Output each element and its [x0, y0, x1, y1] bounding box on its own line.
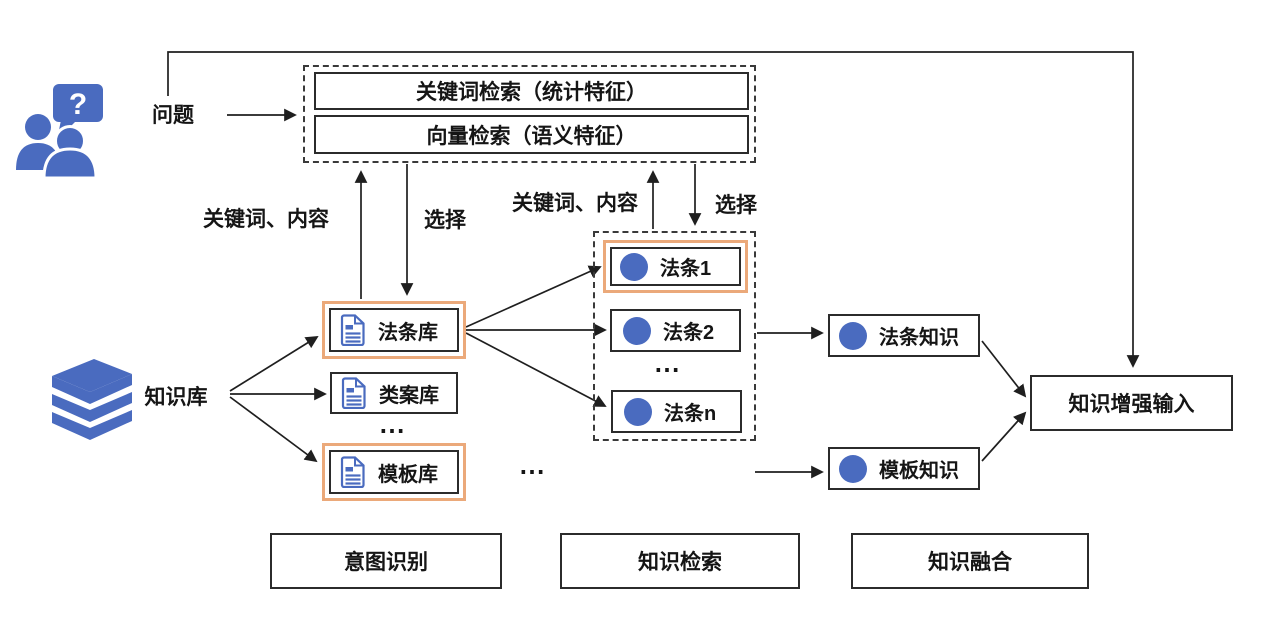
knowledge-bullet-icon [839, 454, 867, 483]
select-right-label: 选择 [715, 194, 757, 217]
stage-knowledge-retrieval-box: 知识检索 [560, 533, 800, 589]
books-icon [52, 359, 132, 440]
knowledge-augmented-input-label: 知识增强输入 [1068, 393, 1195, 416]
stage-knowledge-retrieval-label: 知识检索 [638, 551, 722, 574]
case-library-label: 类案库 [379, 384, 439, 407]
law-item-n-label: 法条n [664, 403, 717, 425]
edge-kb-to-lawlib [229, 335, 319, 392]
stage-intent-recognition-box: 意图识别 [270, 533, 502, 589]
template-knowledge-label: 模板知识 [879, 460, 959, 482]
edge-kb-to-templatelib [229, 396, 318, 463]
document-icon [341, 377, 366, 409]
vector-retrieval-label: 向量检索（语义特征） [426, 124, 637, 148]
keyword-retrieval-box: 关键词检索（统计特征） [314, 72, 749, 110]
retrieval-panel [303, 65, 756, 163]
law-library-box: 法条库 [322, 301, 466, 359]
document-icon [340, 456, 365, 488]
template-knowledge-box: 模板知识 [828, 447, 980, 490]
after-template-ellipsis: ⋯ [519, 456, 547, 486]
law-library-label: 法条库 [378, 321, 438, 344]
knowledge-base-label: 知识库 [144, 386, 208, 409]
law-items-ellipsis: ⋯ [654, 354, 682, 384]
keywords-content-left-label: 关键词、内容 [203, 208, 329, 231]
edge-law-knowledge-to-output [981, 340, 1027, 398]
law-bullet-icon [620, 252, 648, 281]
law-bullet-icon [623, 316, 651, 345]
law-bullet-icon [624, 397, 652, 426]
document-icon [340, 314, 365, 346]
question-label: 问题 [152, 104, 194, 127]
stage-intent-recognition-label: 意图识别 [344, 551, 428, 574]
knowledge-bullet-icon [839, 321, 867, 350]
svg-text:?: ? [69, 88, 87, 121]
law-item-2-label: 法条2 [663, 322, 715, 344]
keywords-content-right-label: 关键词、内容 [512, 192, 638, 215]
libraries-ellipsis: ⋯ [379, 415, 407, 445]
law-knowledge-label: 法条知识 [879, 327, 959, 349]
law-item-1-label: 法条1 [660, 258, 712, 280]
law-items-panel [593, 231, 756, 441]
law-item-n-box: 法条n [611, 390, 742, 433]
law-item-1-box: 法条1 [603, 240, 748, 293]
users-question-icon: ? [16, 84, 103, 178]
stage-knowledge-fusion-label: 知识融合 [928, 551, 1012, 574]
template-library-label: 模板库 [378, 463, 438, 486]
keyword-retrieval-label: 关键词检索（统计特征） [416, 81, 647, 104]
edge-lawlib-to-law1 [465, 265, 602, 328]
template-library-box: 模板库 [322, 443, 466, 501]
select-left-label: 选择 [424, 209, 466, 232]
edge-lawlib-to-lawn [465, 332, 607, 407]
stage-knowledge-fusion-box: 知识融合 [851, 533, 1089, 589]
law-knowledge-box: 法条知识 [828, 314, 980, 357]
case-library-box: 类案库 [330, 372, 458, 414]
vector-retrieval-box: 向量检索（语义特征） [314, 115, 749, 154]
law-item-2-box: 法条2 [610, 309, 741, 352]
knowledge-augmented-input-box: 知识增强输入 [1030, 375, 1233, 431]
edge-template-knowledge-to-output [981, 411, 1027, 462]
